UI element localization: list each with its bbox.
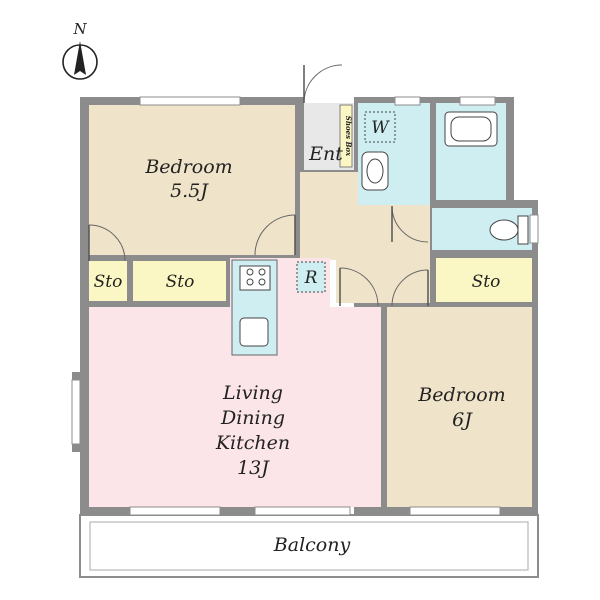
doors [88, 64, 429, 307]
ldk-label-1: Living [222, 382, 283, 404]
balcony-floor [79, 514, 539, 578]
bedroom-east-floor [387, 307, 532, 507]
bedroom-east-label-1: Bedroom [417, 384, 505, 406]
bathtub-icon [444, 111, 498, 147]
kitchen-sink-icon [239, 317, 269, 347]
bedroom-west-label-2: 5.5J [170, 180, 209, 202]
storage-3-floor [436, 258, 532, 302]
ldk-label-2: Dining [220, 407, 285, 429]
toilet-icon [489, 215, 529, 245]
bedroom-west-label-1: Bedroom [144, 156, 232, 178]
refrigerator-spot [296, 261, 326, 293]
storage-1-label: Sto [94, 272, 123, 292]
balcony-rail [89, 521, 529, 571]
kitchen-counter [231, 259, 278, 356]
north-arrow-icon [74, 41, 86, 75]
shoes-box-label: Shoes Box [344, 116, 353, 157]
storage-2-label: Sto [166, 272, 195, 292]
windows [71, 96, 539, 516]
washbasin-icon [361, 151, 389, 191]
storage-3-label: Sto [472, 272, 501, 292]
refrigerator-label: R [304, 268, 318, 288]
ldk-label-4: 13J [237, 457, 270, 479]
stove-icon [239, 265, 271, 291]
compass: N [62, 20, 98, 80]
entrance-label: Ent [308, 143, 343, 165]
compass-label: N [72, 20, 87, 38]
storage-2-floor [133, 261, 226, 301]
hallway-floor-lower [336, 255, 430, 303]
washer-label: W [371, 118, 390, 138]
storage-1-floor [89, 261, 127, 301]
bedroom-west-floor [89, 105, 295, 255]
ldk-label-3: Kitchen [215, 432, 290, 454]
washer-spot [364, 111, 396, 143]
shoes-box [339, 104, 353, 168]
balcony-label: Balcony [273, 534, 351, 556]
bedroom-east-label-2: 6J [452, 409, 473, 431]
